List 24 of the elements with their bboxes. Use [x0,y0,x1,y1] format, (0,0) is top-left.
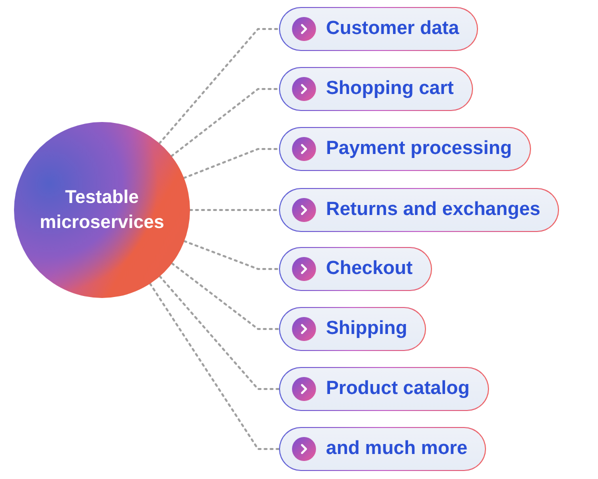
service-label: Returns and exchanges [326,199,540,221]
dotted-connector [183,240,280,270]
dotted-connector [170,262,280,330]
service-pill [279,7,478,51]
service-pill [279,427,486,471]
service-label: Checkout [326,258,413,280]
service-pill [279,367,489,411]
service-pill [279,247,432,291]
dotted-connector [158,275,280,390]
dotted-connector [170,88,280,158]
service-label: Payment processing [326,138,512,160]
service-label: Customer data [326,18,460,40]
service-pill [279,127,531,171]
service-pill [279,307,426,351]
service-label: Product catalog [326,378,470,400]
dotted-connector [158,28,280,144]
service-pill [279,188,560,232]
service-label: Shopping cart [326,78,454,100]
dotted-connector [149,282,280,450]
service-label: and much more [326,438,468,460]
dotted-connector [182,148,280,179]
dotted-connector [189,209,280,211]
service-pill [279,67,473,111]
service-label: Shipping [326,318,408,340]
